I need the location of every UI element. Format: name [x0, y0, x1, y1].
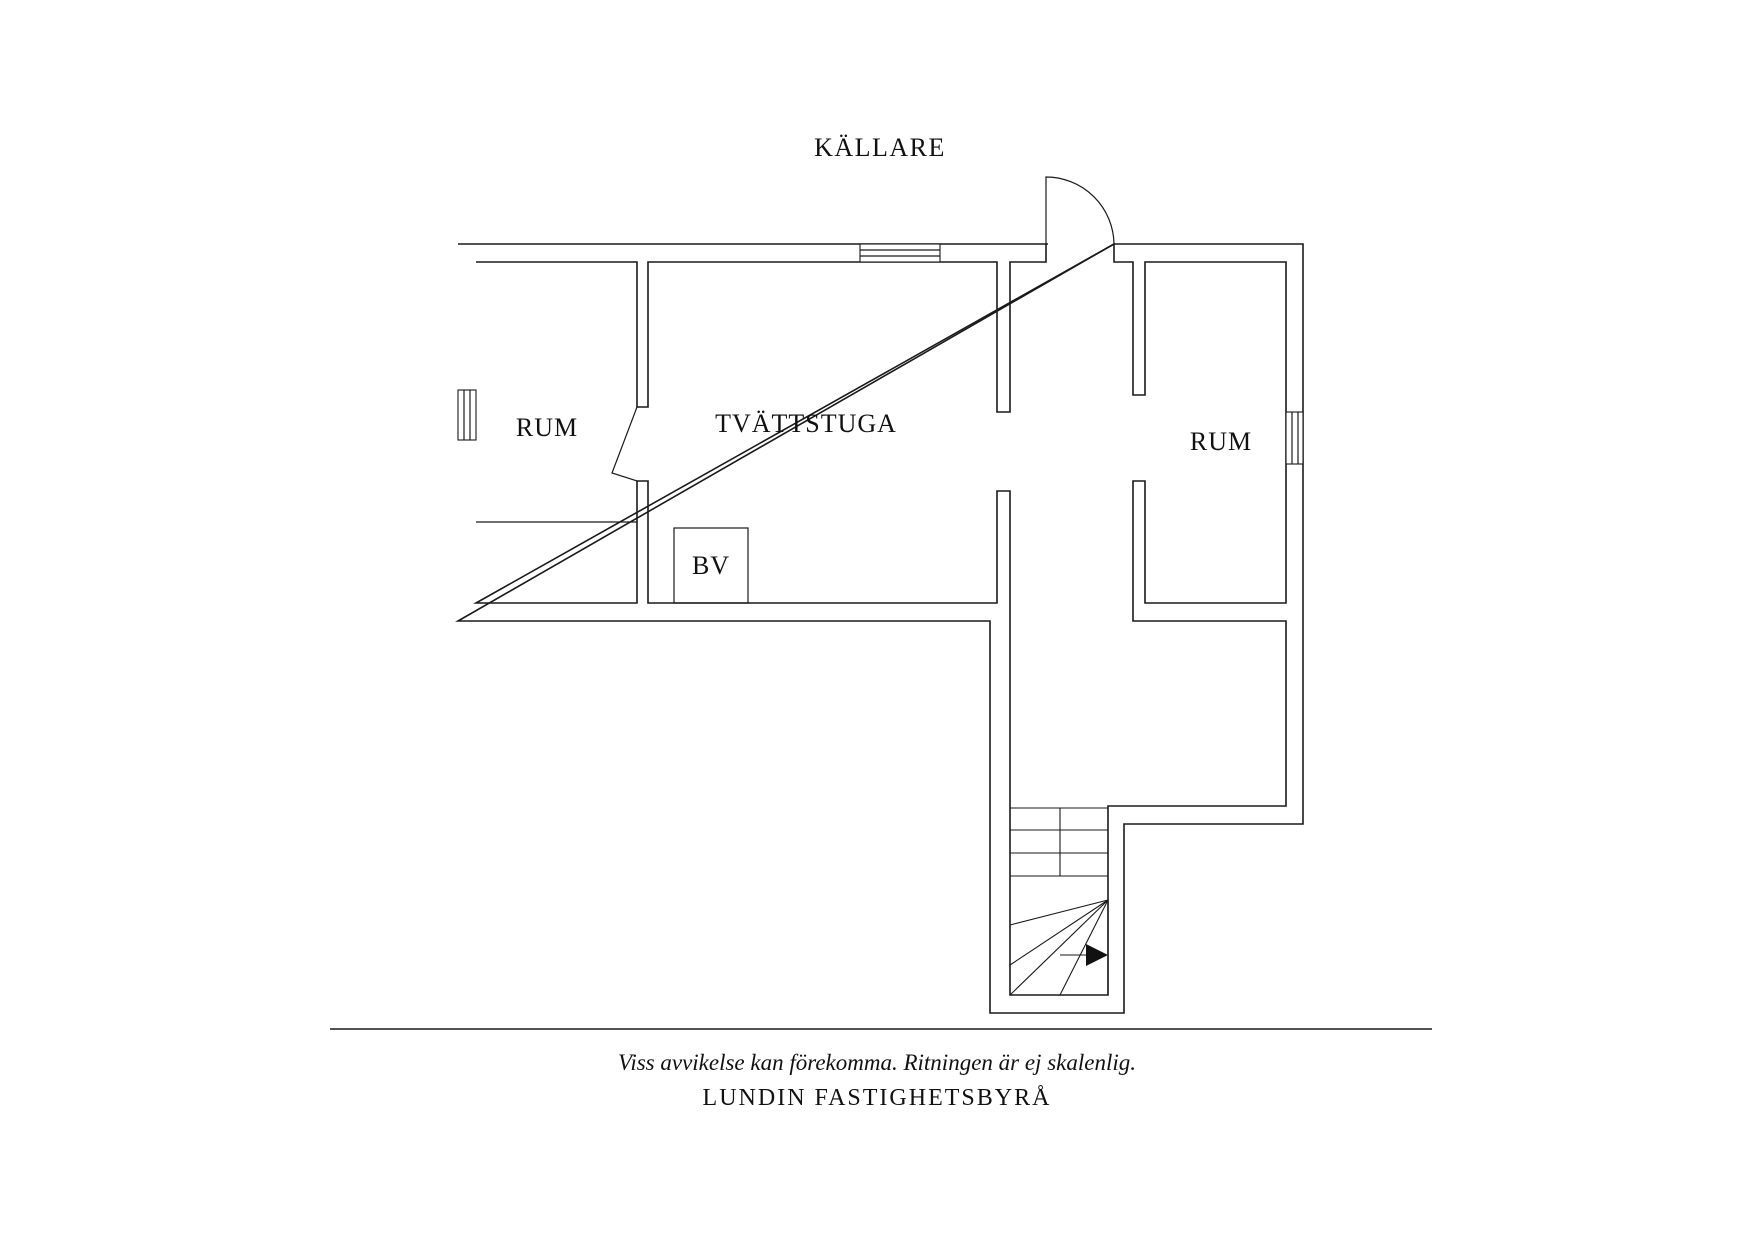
bv-box [673, 527, 749, 604]
room-label-rum-left: RUM [516, 413, 578, 442]
room-label-bv: BV [692, 551, 730, 580]
inner-wall-top-right [472, 242, 1287, 996]
staircase [1009, 807, 1109, 996]
window-right [1285, 411, 1304, 465]
floor-title: KÄLLARE [814, 133, 946, 162]
window-left [457, 389, 477, 441]
stair-direction-arrow [1086, 944, 1108, 966]
window-top [859, 243, 941, 263]
outer-wall-outline [455, 243, 1304, 1014]
door-rum-left [611, 406, 638, 482]
inner-wall-top-left [476, 244, 1047, 413]
room-label-tvattstuga: TVÄTTSTUGA [715, 409, 897, 438]
room-label-rum-right: RUM [1190, 427, 1252, 456]
entry-door [1045, 176, 1115, 245]
disclaimer-text: Viss avvikelse kan förekomma. Ritningen … [617, 1050, 1136, 1075]
brand-name: LUNDIN FASTIGHETSBYRÅ [702, 1085, 1052, 1111]
